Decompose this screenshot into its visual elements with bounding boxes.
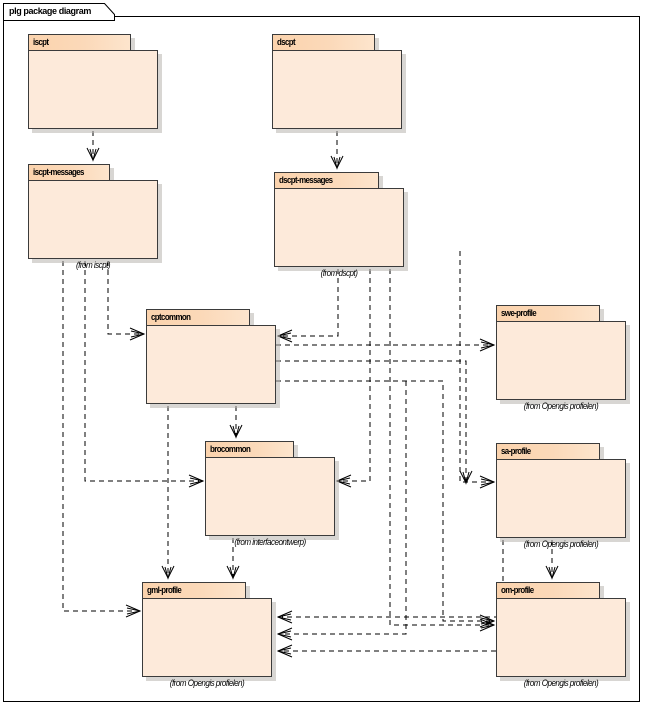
package-swe-profile[interactable]: swe-profile (from Opengis profielen) — [496, 305, 630, 411]
package-from-label: (from dscpt) — [320, 268, 358, 278]
package-body — [28, 50, 158, 129]
package-iscpt[interactable]: iscpt — [28, 34, 162, 133]
package-body — [496, 459, 626, 538]
package-from-label: (from Opengis profielen) — [169, 678, 245, 688]
package-tab-shadow — [294, 445, 298, 462]
package-gml-profile[interactable]: gml-profile (from Opengis profielen) — [142, 582, 276, 688]
package-name: iscpt-messages — [33, 167, 84, 177]
package-from-label: (from Opengis profielen) — [523, 678, 599, 688]
package-dscpt-messages[interactable]: dscpt-messages (from dscpt) — [274, 172, 408, 278]
package-name: brocommon — [210, 444, 251, 454]
package-tab-shadow — [600, 447, 604, 464]
package-iscpt-messages[interactable]: iscpt-messages (from iscpt) — [28, 164, 162, 270]
package-body — [205, 457, 335, 536]
package-tab-shadow — [250, 313, 254, 330]
package-from-label: (from Opengis profielen) — [523, 539, 599, 549]
frame-tab-shape — [3, 3, 115, 21]
package-sa-profile[interactable]: sa-profile (from Opengis profielen) — [496, 443, 630, 549]
package-tab-shadow — [246, 586, 250, 603]
package-cptcommon[interactable]: cptcommon — [146, 309, 280, 408]
package-body — [272, 50, 402, 129]
package-from-label: (from Opengis profielen) — [523, 401, 599, 411]
package-name: iscpt — [33, 37, 49, 47]
package-body — [142, 598, 272, 677]
package-name: swe-profile — [501, 308, 537, 318]
package-brocommon[interactable]: brocommon (from interfaceontwerp) — [205, 441, 339, 547]
package-dscpt[interactable]: dscpt — [272, 34, 406, 133]
package-name: gml-profile — [147, 585, 182, 595]
package-name: om-profile — [501, 585, 534, 595]
diagram-frame-tab: plg package diagram — [3, 3, 115, 21]
package-from-label: (from interfaceontwerp) — [234, 537, 306, 547]
package-tab-shadow — [375, 38, 379, 55]
package-om-profile[interactable]: om-profile (from Opengis profielen) — [496, 582, 630, 688]
package-tab-shadow — [379, 176, 383, 193]
package-tab-shadow — [600, 309, 604, 326]
package-name: dscpt — [277, 37, 296, 47]
package-from-label: (from iscpt) — [75, 260, 111, 270]
package-tab-shadow — [131, 38, 135, 55]
package-body — [496, 598, 626, 677]
package-name: cptcommon — [151, 312, 191, 322]
package-body — [496, 321, 626, 400]
package-name: sa-profile — [501, 446, 531, 456]
package-body — [146, 325, 276, 404]
package-name: dscpt-messages — [279, 175, 333, 185]
package-tab-shadow — [110, 168, 114, 185]
package-body — [274, 188, 404, 267]
package-body — [28, 180, 158, 259]
package-tab-shadow — [600, 586, 604, 603]
diagram-frame-label: plg package diagram — [9, 6, 91, 16]
